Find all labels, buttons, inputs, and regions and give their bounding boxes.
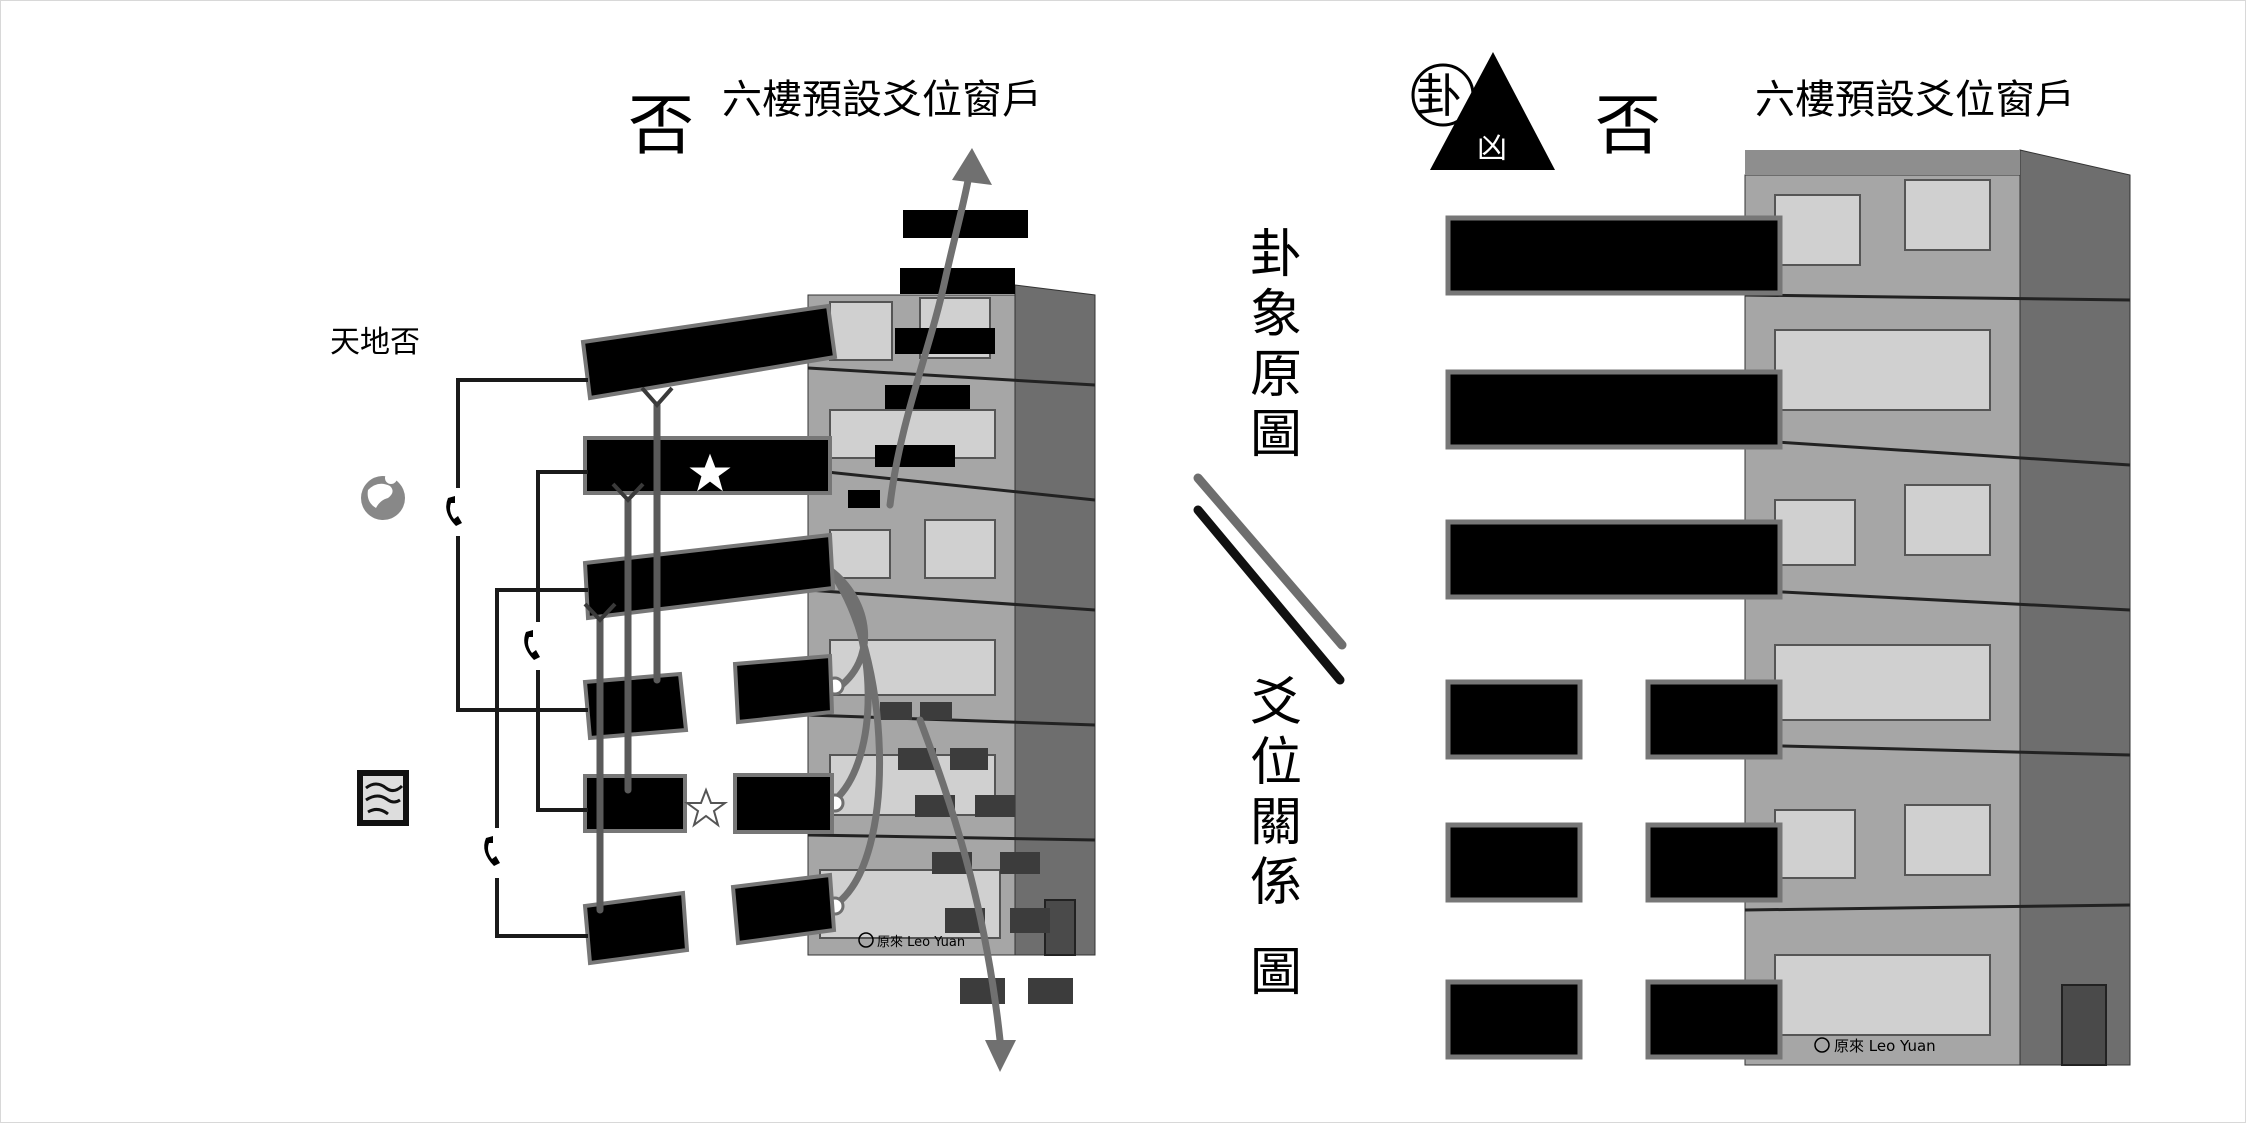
bottom-label-4: 圖 — [1250, 943, 1302, 1003]
right-windows — [1445, 215, 1783, 1060]
right-hexagram-char: 否 — [1595, 87, 1661, 164]
left-vertical-links — [596, 401, 661, 914]
arrow-up-head — [952, 148, 992, 185]
bottom-label-1: 位 — [1250, 733, 1302, 793]
seal-icon: 卦 — [1411, 63, 1475, 127]
phone-icon — [446, 496, 540, 866]
bottom-label-2: 關 — [1250, 793, 1302, 853]
middle-labels: 卦 象 原 圖 爻 位 關 係 圖 — [1250, 225, 1302, 1003]
right-watermark: 原來 Leo Yuan — [1834, 1037, 1936, 1055]
top-label-1: 象 — [1250, 285, 1302, 345]
warning-triangle-icon: 凶 — [1430, 52, 1555, 170]
left-windows — [580, 303, 838, 966]
right-title: 六樓預設爻位窗戶 — [1755, 77, 2075, 123]
top-label-2: 原 — [1250, 345, 1302, 405]
right-building: 原來 Leo Yuan — [1744, 149, 2131, 1066]
bottom-label-0: 爻 — [1250, 673, 1302, 733]
bottom-label-3: 係 — [1250, 853, 1302, 913]
left-title: 六樓預設爻位窗戶 — [722, 77, 1042, 123]
copyright-icon — [1814, 1037, 1830, 1053]
arrow-down-head — [985, 1040, 1016, 1072]
star-outline-icon — [683, 787, 729, 828]
copyright-icon — [858, 932, 874, 948]
triangle-char: 凶 — [1477, 131, 1507, 166]
side-label: 天地否 — [330, 325, 420, 360]
left-watermark: 原來 Leo Yuan — [877, 935, 965, 950]
left-arrows — [826, 166, 1004, 1044]
top-label-0: 卦 — [1250, 225, 1302, 285]
double-slash — [1193, 473, 1347, 685]
scroll-icon — [357, 770, 409, 826]
seal-char: 卦 — [1416, 69, 1462, 123]
star-icon — [689, 453, 731, 492]
link-heads — [583, 386, 674, 623]
globe-icon — [361, 472, 405, 520]
top-label-3: 圖 — [1250, 405, 1302, 465]
left-hexagram-char: 否 — [628, 87, 694, 164]
